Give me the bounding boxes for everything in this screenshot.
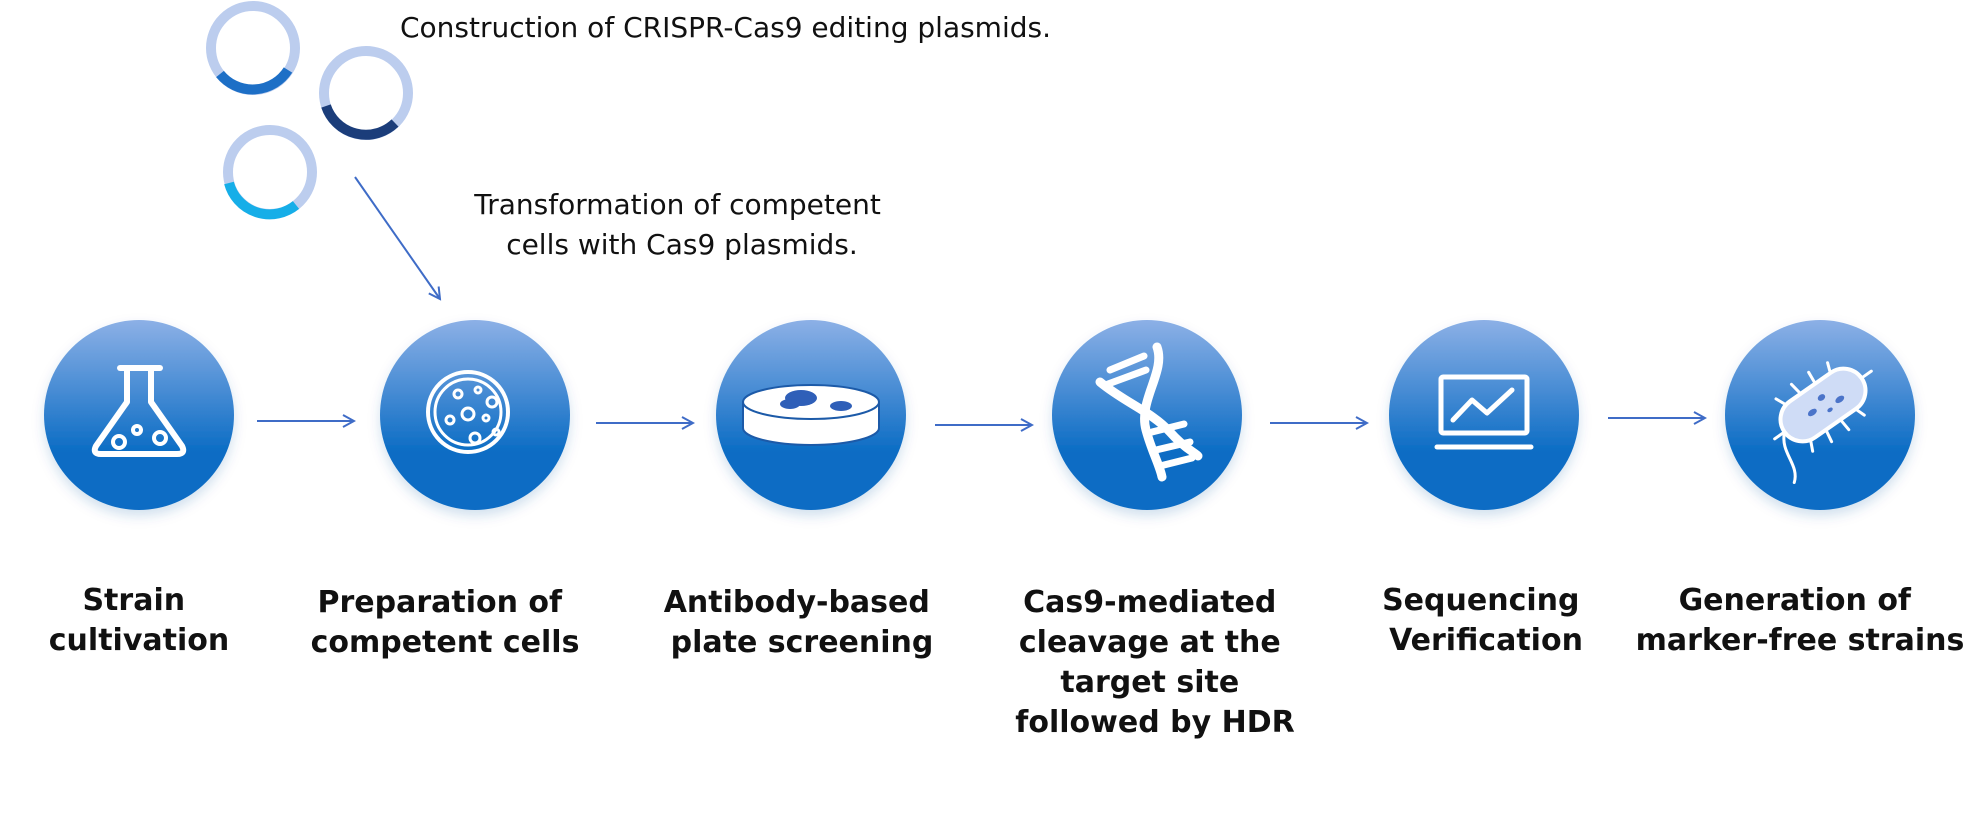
bacterium-icon (1773, 361, 1873, 485)
plasmid-ring-2 (319, 46, 413, 140)
petri-dish-icon (426, 370, 510, 454)
top-caption: Construction of CRISPR-Cas9 editing plas… (400, 11, 1051, 44)
step-competent-cells: Preparation of competent cells (311, 320, 580, 660)
plasmid-ring-3 (223, 125, 317, 220)
plasmid-ring-1 (206, 1, 300, 95)
transformation-caption-line-1: Transformation of competent (473, 188, 881, 221)
step-strain-cultivation: Strain cultivation (44, 320, 234, 658)
step-label: Sequencing Verification (1382, 583, 1590, 658)
step-label: Antibody-based plate screening (664, 585, 941, 660)
transformation-arrow (354, 176, 440, 299)
step-circle (1389, 320, 1579, 510)
plate-icon (742, 384, 880, 446)
flask-icon (91, 365, 187, 457)
step-sequencing: Sequencing Verification (1382, 320, 1590, 658)
transformation-caption-line-2: cells with Cas9 plasmids. (506, 228, 858, 261)
step-label: Generation of marker-free strains (1636, 583, 1965, 658)
monitor-icon (1434, 374, 1534, 450)
step-circle (44, 320, 234, 510)
step-marker-free: Generation of marker-free strains (1636, 320, 1965, 658)
step-label: Strain cultivation (49, 583, 229, 658)
step-label: Cas9-mediated cleavage at the target sit… (1015, 585, 1294, 740)
step-label: Preparation of competent cells (311, 585, 580, 660)
step-cas9-cleavage: Cas9-mediated cleavage at the target sit… (1015, 320, 1295, 740)
dna-icon (1095, 342, 1203, 482)
transformation-caption: Transformation of competent cells with C… (473, 188, 890, 261)
step-plate-screening: Antibody-based plate screening (664, 320, 941, 660)
